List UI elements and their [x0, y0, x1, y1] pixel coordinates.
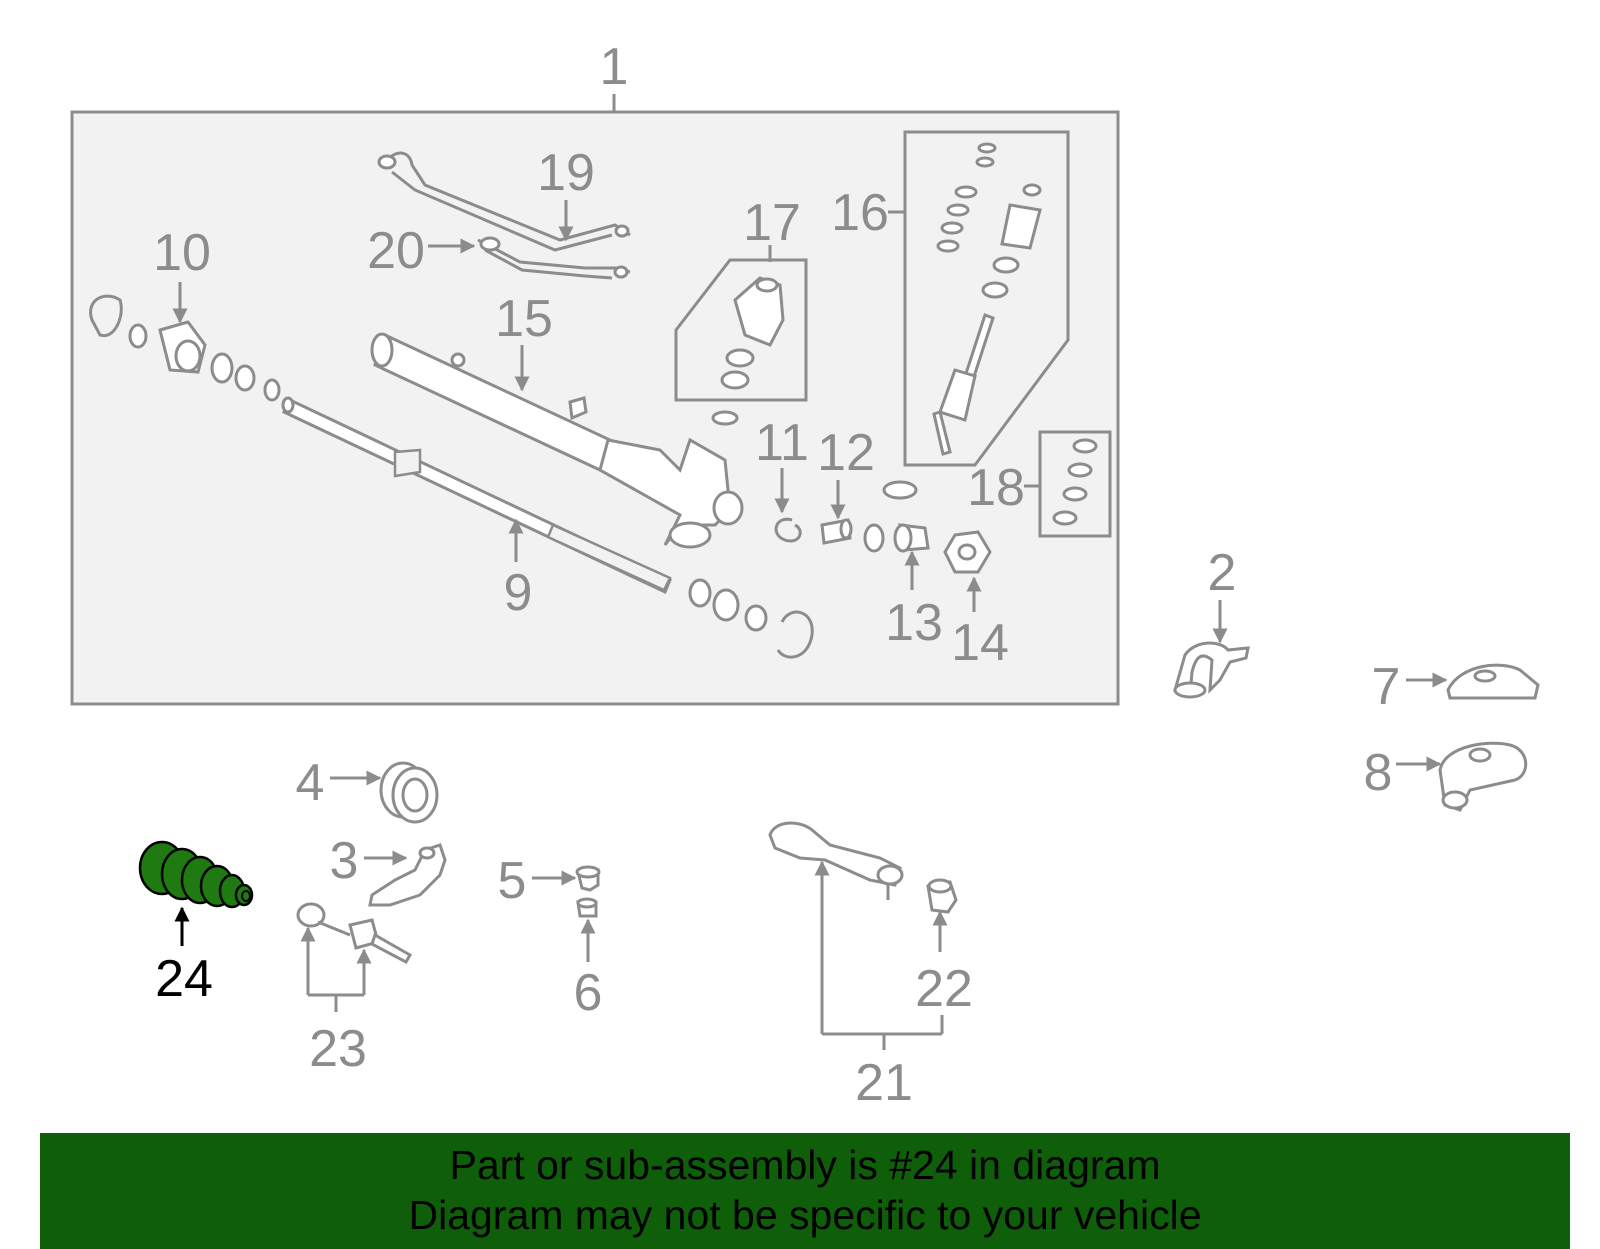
- part-4-grommet[interactable]: [379, 761, 439, 824]
- banner-line-2: Diagram may not be specific to your vehi…: [408, 1192, 1202, 1238]
- part-19-20-hoses[interactable]: [377, 151, 631, 280]
- part-6[interactable]: [576, 897, 598, 918]
- part-13[interactable]: [863, 480, 930, 553]
- part-label-22[interactable]: 22: [915, 960, 973, 1018]
- part-label-10[interactable]: 10: [153, 224, 211, 282]
- part-label-15[interactable]: 15: [495, 290, 553, 348]
- part-label-6[interactable]: 6: [574, 964, 603, 1022]
- part-label-23[interactable]: 23: [309, 1020, 367, 1078]
- part-label-4[interactable]: 4: [296, 754, 325, 812]
- part-label-8[interactable]: 8: [1364, 744, 1393, 802]
- part-5[interactable]: [575, 865, 601, 892]
- part-label-5[interactable]: 5: [498, 852, 527, 910]
- part-2-bracket[interactable]: [1173, 641, 1250, 699]
- part-label-19[interactable]: 19: [537, 144, 595, 202]
- part-label-17[interactable]: 17: [743, 194, 801, 252]
- part-14-nut[interactable]: [943, 530, 992, 574]
- part-label-3[interactable]: 3: [330, 832, 359, 890]
- info-banner: Part or sub-assembly is #24 in diagram D…: [40, 1133, 1570, 1249]
- part-10-bushing-set[interactable]: [89, 294, 281, 402]
- banner-line-1: Part or sub-assembly is #24 in diagram: [449, 1142, 1161, 1188]
- part-12[interactable]: [820, 518, 853, 545]
- part-label-9[interactable]: 9: [504, 564, 533, 622]
- part-label-12[interactable]: 12: [817, 424, 875, 482]
- part-9-rack[interactable]: [281, 396, 814, 659]
- part-23-tie-rod[interactable]: [296, 902, 413, 965]
- part-label-2[interactable]: 2: [1208, 544, 1237, 602]
- part-label-7[interactable]: 7: [1372, 658, 1401, 716]
- part-3-bracket[interactable]: [368, 843, 447, 907]
- part-label-1[interactable]: 1: [600, 38, 629, 96]
- part-label-24[interactable]: 24: [155, 950, 213, 1008]
- part-label-14[interactable]: 14: [951, 614, 1009, 672]
- part-8[interactable]: [1438, 741, 1528, 812]
- part-17-valve-box[interactable]: [674, 258, 808, 426]
- part-label-18[interactable]: 18: [967, 459, 1025, 517]
- part-label-21[interactable]: 21: [855, 1054, 913, 1112]
- part-24-boot[interactable]: [138, 840, 254, 909]
- part-21-tie-rod-end[interactable]: [768, 821, 904, 900]
- part-11[interactable]: [774, 517, 802, 543]
- part-16-pinion-box[interactable]: [903, 130, 1070, 467]
- part-label-16[interactable]: 16: [831, 184, 889, 242]
- part-label-13[interactable]: 13: [885, 594, 943, 652]
- part-15-housing[interactable]: [370, 332, 744, 549]
- part-18-seal-box[interactable]: [1038, 430, 1112, 538]
- part-label-11[interactable]: 11: [755, 414, 809, 472]
- part-7[interactable]: [1446, 663, 1540, 700]
- part-label-20[interactable]: 20: [367, 222, 425, 280]
- part-22-nut[interactable]: [926, 878, 958, 914]
